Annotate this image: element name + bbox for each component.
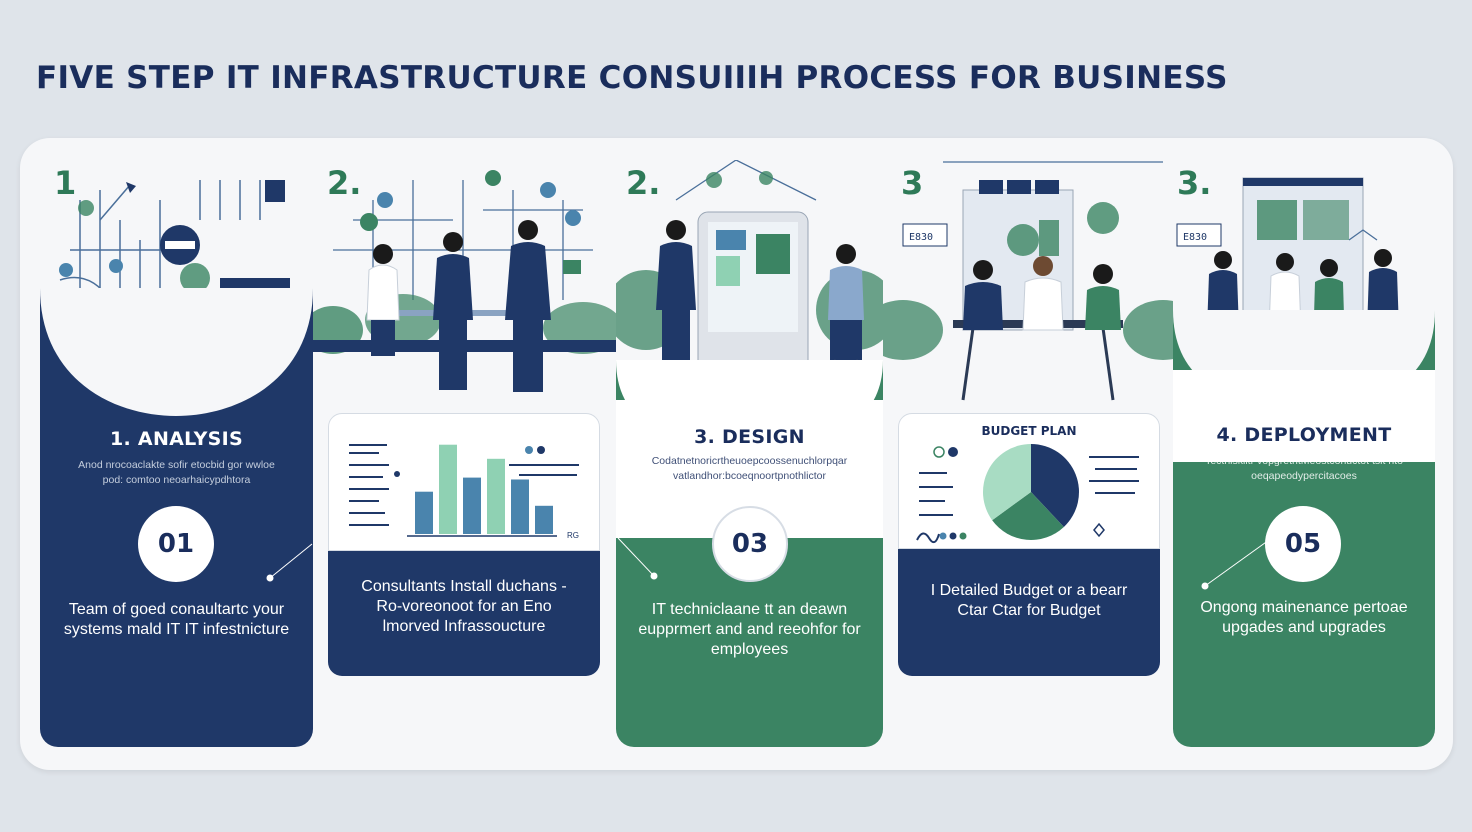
step-number-circle: 03 (712, 506, 788, 582)
bar-5 (511, 479, 529, 534)
step-description: Consultants Install duchans - Ro-voreono… (361, 578, 567, 635)
step-card-analysis: 1. ANALYSIS Anod nrocoaclakte sofir etoc… (40, 288, 313, 747)
step-number-tag: 2. (327, 164, 362, 202)
step-number-circle: 01 (138, 506, 214, 582)
step-number-tag: 3. (1177, 164, 1212, 202)
bar-6 (535, 505, 553, 534)
step-title: 3. DESIGN (694, 426, 805, 448)
step-subtitle: Tecthiskiltr vopgrethtMeostconuctot tsit… (1205, 455, 1403, 482)
step-column-4: E830 3 BUDGET PLAN (883, 160, 1173, 747)
step-card-budget: I Detailed Budget or a bearr Ctar Ctar f… (898, 549, 1160, 676)
step-description: Team of goed conaultartc your systems ma… (63, 601, 290, 638)
page-title: FIVE STEP IT INFRASTRUCTURE CONSUIIIH PR… (36, 60, 1228, 96)
step-number-tag: 3 (901, 164, 924, 202)
chart-tag: E830 (909, 232, 933, 243)
meeting-illustration (313, 160, 616, 400)
step-number-circle: 05 (1265, 506, 1341, 582)
pie-chart (916, 444, 1139, 544)
step-card-deployment: 4. DEPLOYMENT Tecthiskiltr vopgrethtMeos… (1173, 310, 1435, 747)
infographic-board: 1 1. ANALYSIS Anod nrocoaclakte sofir et… (20, 138, 1453, 770)
tablet-icon (697, 211, 809, 391)
step-title: 1. ANALYSIS (109, 428, 243, 450)
step-description: Ongong mainenance pertoae upgades and up… (1200, 599, 1408, 636)
step-column-3: 2. 3. DESIGN Codatnetnoricrtheuoepcoosse… (616, 160, 883, 747)
step-column-2: 2. RG (313, 160, 616, 747)
bar-4 (487, 458, 505, 534)
bar-3 (463, 477, 481, 534)
chart-axis-label: RG (567, 531, 579, 540)
step-number-tag: 1 (54, 164, 77, 202)
leader-line (617, 537, 658, 580)
step-card-design: 3. DESIGN Codatnetnoricrtheuoepcoossenuc… (616, 360, 883, 747)
budget-chart-panel: BUDGET PLAN (898, 413, 1160, 549)
step-description: I Detailed Budget or a bearr Ctar Ctar f… (930, 582, 1128, 619)
pie-slice-1 (1031, 444, 1079, 527)
step-column-1: 1 1. ANALYSIS Anod nrocoaclakte sofir et… (40, 160, 313, 747)
bar-1 (415, 491, 433, 534)
leader-line (266, 543, 313, 582)
step-subtitle: Anod nrocoaclakte sofir etocbid gor wwlo… (78, 459, 275, 486)
chart-tag: E830 (1183, 232, 1207, 243)
pie-slice-2 (992, 492, 1064, 540)
step-subtitle: Codatnetnoricrtheuoepcoossenuchlorpqar v… (651, 455, 848, 482)
pie-slice-3 (983, 444, 1031, 521)
step-column-5: E830 3. (1173, 160, 1435, 747)
leader-line (1201, 539, 1270, 590)
step-title: 4. DEPLOYMENT (1216, 424, 1392, 446)
step-number-tag: 2. (626, 164, 661, 202)
step-card-consultants: Consultants Install duchans - Ro-voreono… (328, 551, 600, 676)
bar-2 (439, 444, 457, 534)
growth-chart-panel: RG (328, 413, 600, 551)
step-description: IT techniclaane tt an deawn eupprmert an… (638, 601, 861, 658)
people-icon (366, 220, 551, 392)
bar-chart: RG (349, 444, 579, 540)
budget-plan-label: BUDGET PLAN (981, 424, 1077, 438)
team-meeting-illustration: E830 (883, 160, 1173, 410)
